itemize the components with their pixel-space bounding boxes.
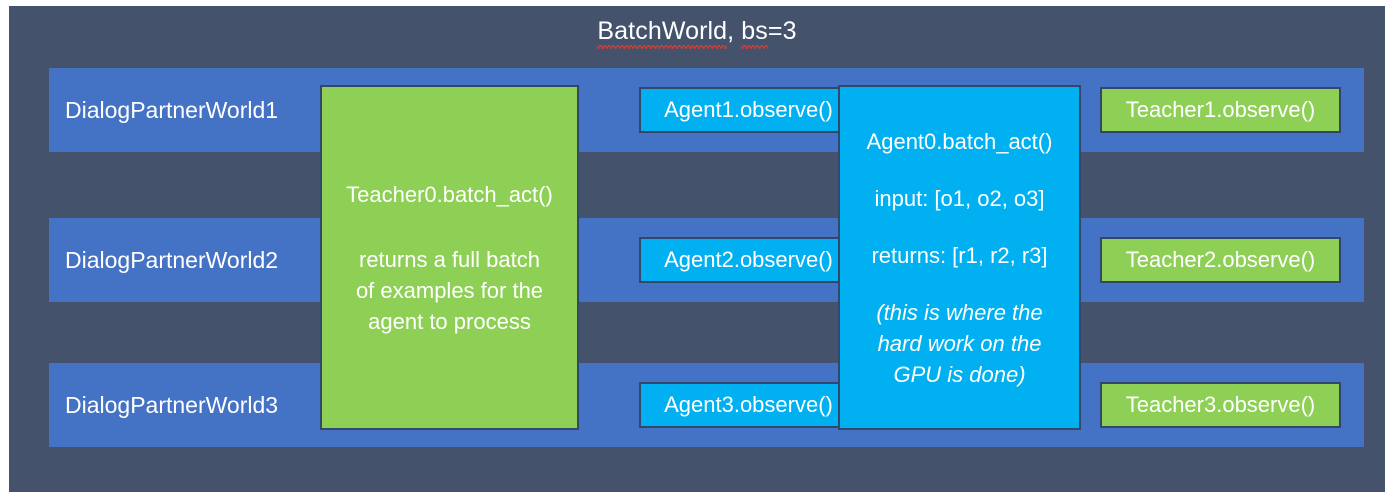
batchworld-title-word: BatchWorld (597, 17, 728, 49)
teacher0-batch-act-box[interactable]: Teacher0.batch_act() returns a full batc… (320, 85, 579, 430)
teacher0-batch-act-title: Teacher0.batch_act() (346, 181, 553, 207)
agent3-observe-box[interactable]: Agent3.observe() (639, 382, 858, 428)
dialog-partner-world-row-3: DialogPartnerWorld3 Agent3.observe() Tea… (49, 363, 1364, 447)
batchworld-title-value: =3 (767, 17, 797, 45)
dialog-partner-world-row-1: DialogPartnerWorld1 Agent1.observe() Tea… (49, 68, 1364, 152)
agent0-batch-act-box[interactable]: Agent0.batch_act() input: [o1, o2, o3] r… (838, 85, 1081, 430)
agent2-observe-box[interactable]: Agent2.observe() (639, 237, 858, 283)
agent0-batch-act-title: Agent0.batch_act() (866, 128, 1053, 154)
agent0-batch-act-note-line-3: GPU is done) (893, 361, 1026, 387)
batchworld-container: BatchWorld, bs=3 DialogPartnerWorld1 Age… (9, 6, 1385, 492)
teacher2-observe-box[interactable]: Teacher2.observe() (1100, 237, 1341, 283)
world-label-2: DialogPartnerWorld2 (65, 246, 279, 273)
teacher0-batch-act-body-line-3: agent to process (368, 308, 531, 334)
dialog-partner-world-row-2: DialogPartnerWorld2 Agent2.observe() Tea… (49, 218, 1364, 302)
teacher1-observe-box[interactable]: Teacher1.observe() (1100, 87, 1341, 133)
world-label-1: DialogPartnerWorld1 (65, 96, 279, 123)
agent0-batch-act-note-line-2: hard work on the (877, 330, 1042, 356)
batchworld-title-separator: , (727, 17, 742, 45)
agent0-batch-act-returns-line: returns: [r1, r2, r3] (871, 242, 1048, 268)
agent1-observe-box[interactable]: Agent1.observe() (639, 87, 858, 133)
batchworld-title: BatchWorld, bs=3 (9, 16, 1385, 49)
world-label-3: DialogPartnerWorld3 (65, 391, 279, 418)
teacher0-batch-act-body-line-1: returns a full batch (359, 246, 540, 272)
teacher0-batch-act-body-line-2: of examples for the (355, 277, 544, 303)
agent0-batch-act-input-line: input: [o1, o2, o3] (874, 185, 1045, 211)
agent0-batch-act-note-line-1: (this is where the (876, 299, 1043, 325)
teacher3-observe-box[interactable]: Teacher3.observe() (1100, 382, 1341, 428)
batchworld-title-param: bs (741, 17, 768, 49)
